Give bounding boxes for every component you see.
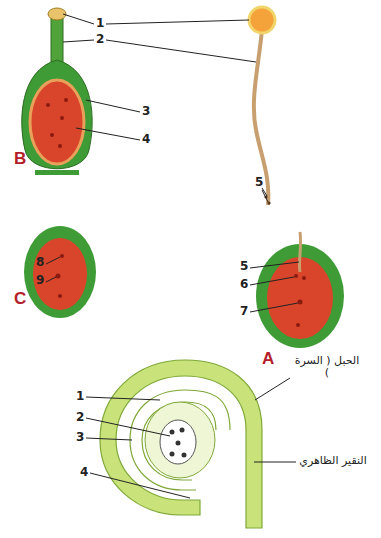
part-name: الحبل ( السرة ) xyxy=(292,355,362,379)
callout-number: 4 xyxy=(80,466,88,479)
callout-number: 2 xyxy=(76,411,84,424)
callout-number: 1 xyxy=(96,17,104,30)
anatropous-ovule-drawing xyxy=(100,360,262,528)
callout-number: 8 xyxy=(36,256,44,269)
ovule-a-drawing xyxy=(256,232,344,348)
figure-letter: C xyxy=(14,290,26,309)
pistil-drawing xyxy=(22,8,92,175)
callout-number: 2 xyxy=(96,33,104,46)
figure-letter: A xyxy=(262,350,274,369)
callout-number: 3 xyxy=(76,431,84,444)
part-name: النقير الظاهري xyxy=(298,455,368,467)
callout-number: 4 xyxy=(142,133,150,146)
callout-number: 7 xyxy=(240,305,248,318)
callout-number: 6 xyxy=(240,278,248,291)
callout-number: 9 xyxy=(36,274,44,287)
callout-number: 5 xyxy=(240,260,248,273)
leader-lines xyxy=(46,14,299,498)
pollen-drawing xyxy=(249,7,275,205)
ovule-c-drawing xyxy=(24,226,96,318)
callout-number: 3 xyxy=(142,105,150,118)
callout-number: 5 xyxy=(255,176,263,189)
callout-number: 1 xyxy=(76,390,84,403)
figure-letter: B xyxy=(14,150,26,169)
